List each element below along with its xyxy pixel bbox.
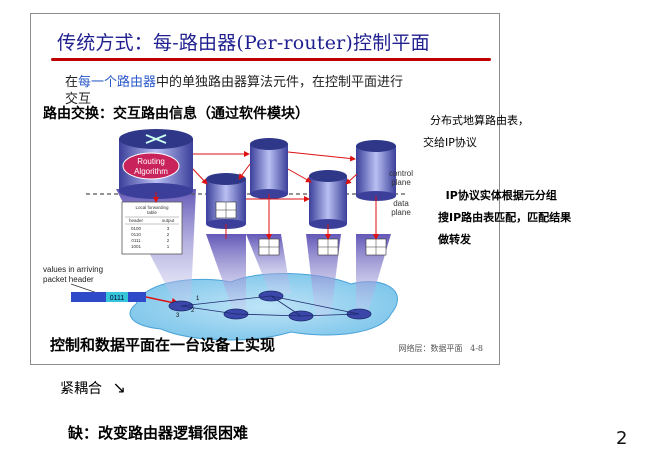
router-big: Routing Algorithm xyxy=(119,129,193,199)
note-right-2-text: IP协议实体根据元分组 搜IP路由表匹配，匹配结果 做转发 xyxy=(438,189,572,246)
svg-text:plane: plane xyxy=(391,178,411,187)
local-forwarding-table: Local forwarding table header output 010… xyxy=(121,201,183,255)
control-plane-label: control xyxy=(389,169,413,178)
body-middle: 中的单独路由器算法元件，在控制平面进行 xyxy=(156,75,404,90)
body-line2: 交互 xyxy=(65,92,92,107)
svg-text:plane: plane xyxy=(391,208,411,217)
router-4 xyxy=(309,170,347,256)
values-arriving-label: values in arriving xyxy=(43,265,103,274)
svg-text:1: 1 xyxy=(167,244,170,249)
svg-text:packet header: packet header xyxy=(43,275,94,284)
router-5 xyxy=(356,140,396,256)
svg-text:header: header xyxy=(129,218,144,223)
note-right-1-text: 分布式地算路由表， 交给IP协议 xyxy=(423,114,529,149)
routing-exchange-arrows xyxy=(153,151,379,240)
cone-2 xyxy=(206,234,246,319)
svg-text:1001: 1001 xyxy=(131,244,142,249)
svg-text:1: 1 xyxy=(196,296,200,302)
cone-3 xyxy=(246,234,291,296)
body-prefix: 在 xyxy=(65,75,79,90)
svg-text:2: 2 xyxy=(167,238,170,243)
svg-text:2: 2 xyxy=(167,232,170,237)
footer-right: 4-8 xyxy=(470,344,483,353)
slide-title: 传统方式：每-路由器(Per-router)控制平面 xyxy=(57,32,430,54)
packet-value: 0111 xyxy=(110,295,125,302)
note-right-2: IP协议实体根据元分组 搜IP路由表匹配，匹配结果 做转发 xyxy=(438,163,571,251)
svg-text:3: 3 xyxy=(167,226,170,231)
svg-text:0111: 0111 xyxy=(131,238,141,243)
note-right-1: 分布式地算路由表， 交给IP协议 xyxy=(423,88,529,154)
note-coupling-text: 紧耦合 xyxy=(60,381,102,397)
data-plane-label: data xyxy=(393,199,409,208)
note-coupling: 紧耦合 ↘ xyxy=(60,378,126,398)
footer-left: 网络层：数据平面 xyxy=(398,344,463,353)
routing-algorithm-label: Routing xyxy=(137,157,165,166)
slide: 传统方式：每-路由器(Per-router)控制平面 在每一个路由器中的单独路由… xyxy=(30,13,500,365)
title-underline xyxy=(51,58,491,61)
svg-text:0100: 0100 xyxy=(131,226,142,231)
svg-text:0110: 0110 xyxy=(131,232,141,237)
router-2 xyxy=(206,173,246,229)
note-disadvantage: 缺：改变路由器逻辑很困难 xyxy=(68,424,249,442)
svg-text:3: 3 xyxy=(176,313,180,319)
slide-footer: 网络层：数据平面 4-8 xyxy=(398,343,483,354)
arrow-down-right-icon: ↘ xyxy=(112,378,126,397)
body-highlight: 每一个路由器 xyxy=(78,75,157,90)
note-bottom-slide: 控制和数据平面在一台设备上实现 xyxy=(50,336,276,354)
svg-text:output: output xyxy=(162,218,175,223)
svg-text:table: table xyxy=(147,210,157,215)
svg-text:Local forwarding: Local forwarding xyxy=(135,205,169,210)
svg-text:Algorithm: Algorithm xyxy=(134,167,168,176)
note-top-left: 路由交换：交互路由信息（通过软件模块） xyxy=(43,106,309,122)
control-plane-diagram: Routing Algorithm Local forwarding table… xyxy=(43,129,413,341)
svg-text:2: 2 xyxy=(191,308,195,314)
slide-body-text: 在每一个路由器中的单独路由器算法元件，在控制平面进行 交互 xyxy=(65,74,495,108)
page-number: 2 xyxy=(616,428,628,449)
